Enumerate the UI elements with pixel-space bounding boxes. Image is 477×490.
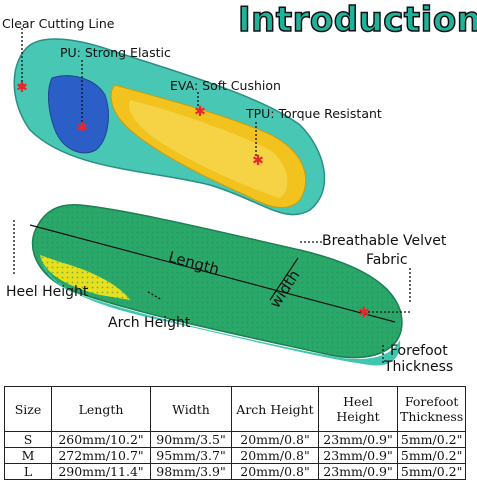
clear-cutting-line-label: Clear Cutting Line	[2, 16, 115, 31]
cell-width: 98mm/3.9"	[150, 463, 232, 480]
table-row: M 272mm/10.7" 95mm/3.7" 20mm/0.8" 23mm/0…	[4, 447, 467, 464]
cell-width: 95mm/3.7"	[150, 447, 232, 464]
cell-size: M	[4, 447, 52, 464]
cell-arch: 20mm/0.8"	[231, 447, 319, 464]
cell-length: 272mm/10.7"	[51, 447, 151, 464]
forefoot-label-line-2: Thickness	[384, 359, 454, 375]
marker-icons: ✱ ✱ ✱ ✱ ✱	[16, 80, 370, 321]
top-insole	[13, 38, 326, 216]
header-heel-line-1: Heel	[343, 394, 373, 409]
header-forefoot-line-2: Thickness	[400, 409, 464, 424]
size-table: Size Length Width Arch Height Heel Heigh…	[4, 386, 467, 480]
leader-lines	[13, 28, 411, 365]
header-arch-height: Arch Height	[231, 386, 319, 432]
svg-text:✱: ✱	[194, 104, 206, 120]
tpu-label: TPU: Torque Resistant	[246, 106, 382, 121]
breathable-label-line-1: Breathable Velvet	[322, 233, 447, 249]
header-size: Size	[4, 386, 52, 432]
bottom-insole	[29, 204, 403, 366]
cell-heel: 23mm/0.9"	[318, 463, 398, 480]
svg-text:✱: ✱	[358, 305, 370, 321]
marker-icon	[18, 82, 30, 90]
header-heel-line-2: Height	[336, 409, 380, 424]
svg-text:✱: ✱	[76, 120, 88, 136]
cell-length: 290mm/11.4"	[51, 463, 151, 480]
breathable-label-line-2: Fabric	[366, 252, 408, 268]
cell-forefoot: 5mm/0.2"	[396, 431, 467, 448]
table-header-row: Size Length Width Arch Height Heel Heigh…	[4, 386, 467, 432]
forefoot-label-line-1: Forefoot	[390, 343, 448, 359]
cell-width: 90mm/3.5"	[150, 431, 232, 448]
cell-forefoot: 5mm/0.2"	[396, 447, 467, 464]
header-forefoot-thickness: Forefoot Thickness	[396, 386, 467, 432]
header-length: Length	[51, 386, 151, 432]
pu-label: PU: Strong Elastic	[60, 45, 171, 60]
table-row: S 260mm/10.2" 90mm/3.5" 20mm/0.8" 23mm/0…	[4, 431, 467, 448]
cell-heel: 23mm/0.9"	[318, 447, 398, 464]
cell-size: L	[4, 463, 52, 480]
header-width: Width	[150, 386, 232, 432]
eva-label: EVA: Soft Cushion	[170, 78, 281, 93]
header-forefoot-line-1: Forefoot	[404, 394, 459, 409]
arch-height-label: Arch Height	[108, 315, 191, 331]
cell-heel: 23mm/0.9"	[318, 431, 398, 448]
cell-arch: 20mm/0.8"	[231, 463, 319, 480]
cell-size: S	[4, 431, 52, 448]
cell-forefoot: 5mm/0.2"	[396, 463, 467, 480]
cell-arch: 20mm/0.8"	[231, 431, 319, 448]
heel-height-label: Heel Height	[6, 284, 89, 300]
table-row: L 290mm/11.4" 98mm/3.9" 20mm/0.8" 23mm/0…	[4, 463, 467, 480]
page-title: Introduction	[237, 0, 477, 41]
header-heel-height: Heel Height	[318, 386, 398, 432]
svg-text:✱: ✱	[16, 80, 28, 96]
svg-text:✱: ✱	[252, 153, 264, 169]
cell-length: 260mm/10.2"	[51, 431, 151, 448]
